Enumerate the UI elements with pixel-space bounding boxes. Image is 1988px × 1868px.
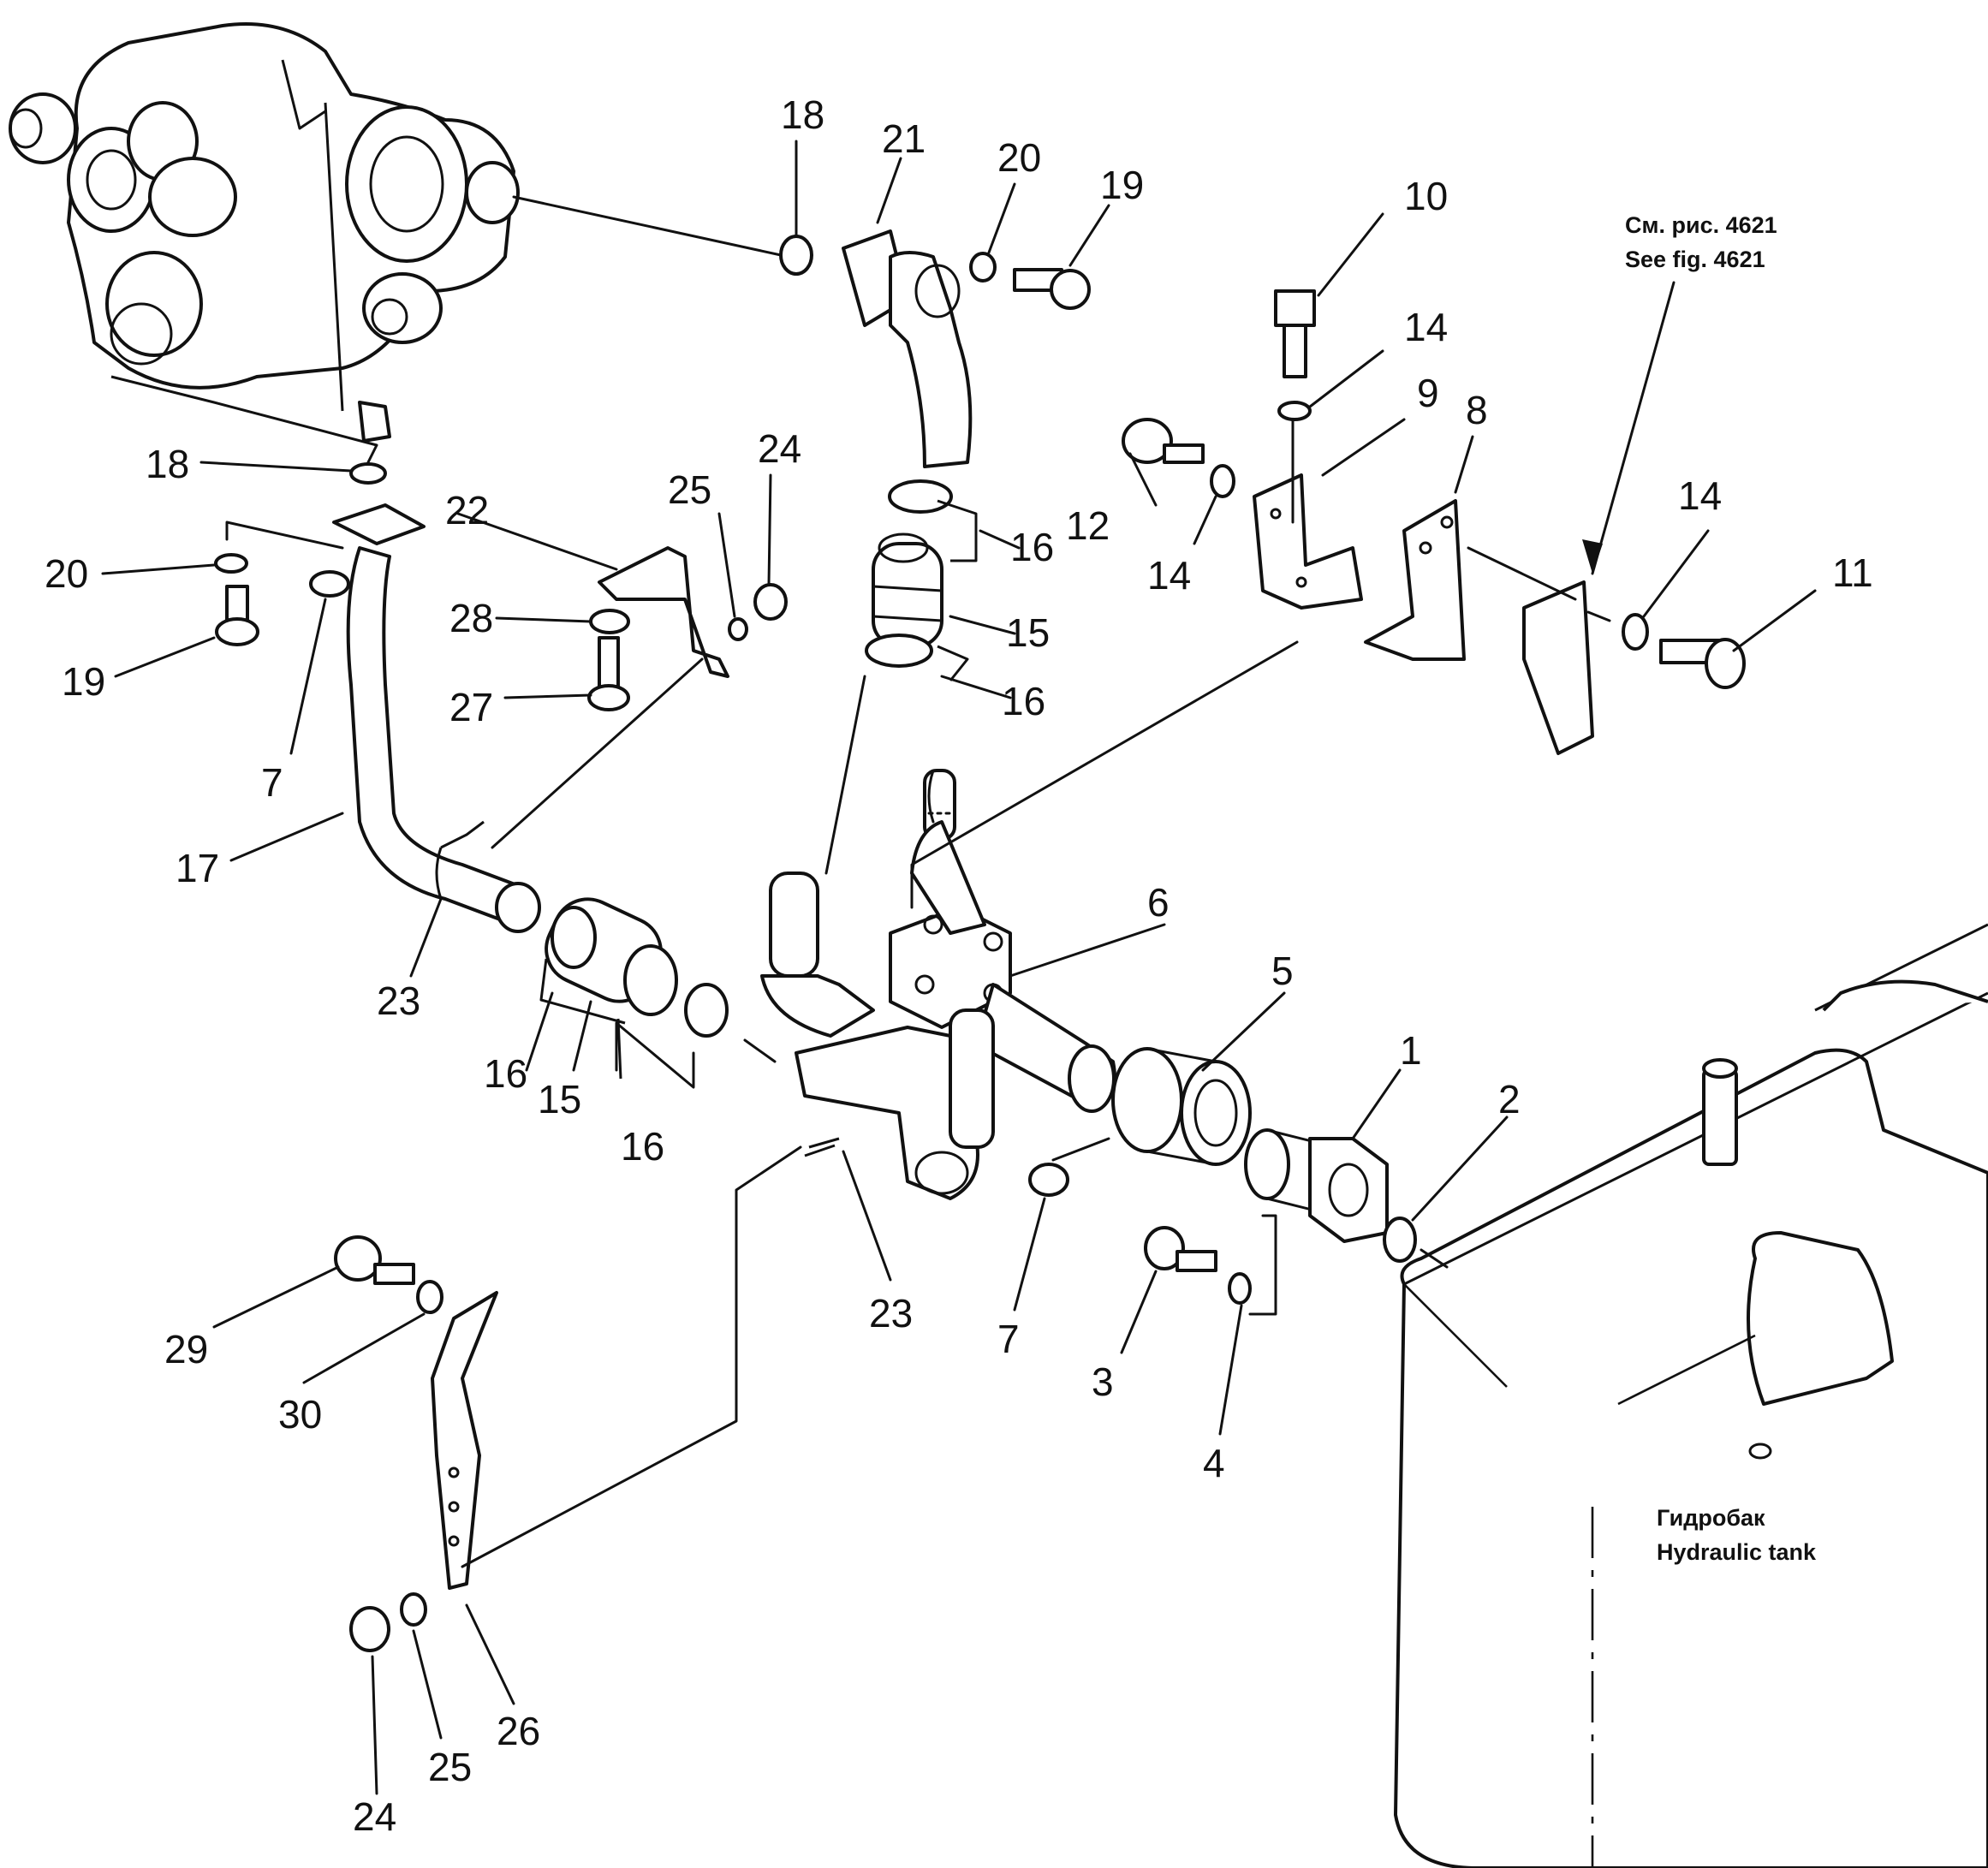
callout-14-mid: 14: [1147, 553, 1191, 598]
washer-14-top: [1277, 401, 1312, 421]
callout-21: 21: [882, 116, 926, 161]
bracket-22: [598, 546, 729, 678]
bolt-26: [587, 636, 630, 711]
flange-plate-left: [332, 503, 426, 545]
callout-16-mid-b: 16: [621, 1124, 664, 1169]
assembly-lines: [225, 195, 1611, 1568]
callout-25-top: 25: [668, 467, 711, 512]
callout-22: 22: [445, 488, 489, 532]
callout-15-upper: 15: [1006, 610, 1050, 655]
pipe-17: [346, 546, 533, 926]
callout-6: 6: [1147, 880, 1170, 925]
clamp-16-right: [684, 983, 729, 1038]
flange-ring-5: [1111, 1047, 1252, 1166]
bolt-19-top: [1013, 268, 1091, 310]
bolt-12: [1122, 418, 1205, 464]
callout-1: 1: [1400, 1028, 1422, 1073]
coupling-15-upper: [872, 532, 943, 648]
bracket-28: [431, 1291, 498, 1590]
plug-7-center: [1028, 1163, 1069, 1197]
callout-14-top: 14: [1404, 305, 1448, 349]
washer-14-mid: [1210, 464, 1235, 498]
washer-20-top: [969, 252, 997, 283]
callout-7-left: 7: [261, 760, 283, 805]
callout-19-left: 19: [62, 659, 105, 704]
clamp-16-lower: [865, 634, 933, 668]
washer-25-bottom: [400, 1592, 427, 1627]
callout-23-center: 23: [869, 1291, 913, 1336]
bracket-plate-see-fig: [1522, 580, 1594, 755]
bolt-11: [1659, 638, 1746, 689]
callout-24-bottom: 24: [353, 1794, 396, 1839]
callout-15-lower: 15: [538, 1077, 581, 1121]
callout-8: 8: [1466, 388, 1488, 432]
callout-29: 29: [164, 1327, 208, 1371]
elbow-flange-21: [842, 229, 973, 468]
bracket-9: [1253, 473, 1363, 610]
callout-27: 28: [449, 596, 493, 640]
tank-label-en: Hydraulic tank: [1657, 1539, 1817, 1565]
callout-24-top: 24: [758, 426, 801, 471]
washer-14-right: [1622, 613, 1649, 651]
callout-10: 10: [1404, 174, 1448, 218]
o-ring-2: [1383, 1217, 1417, 1263]
pipe-23-end: [495, 882, 541, 933]
valve-block-6: [760, 769, 1116, 1200]
callout-30: 30: [278, 1392, 322, 1437]
callout-16-mid-a: 16: [484, 1051, 527, 1096]
nut-24-bottom: [349, 1606, 390, 1652]
callout-labels: 18 21 20 19 10 14 9 8 12 14 14 11 16 15 …: [45, 92, 1873, 1839]
bolt-29: [334, 1235, 415, 1285]
callout-5: 5: [1271, 949, 1294, 993]
bracket-8: [1364, 499, 1466, 661]
callout-9: 9: [1417, 371, 1439, 415]
callout-2: 2: [1498, 1077, 1521, 1121]
bolt-19-left: [215, 585, 259, 646]
callout-7-center: 7: [997, 1317, 1020, 1361]
o-ring-18-left: [349, 462, 387, 485]
clamp-16-upper: [888, 479, 953, 514]
callout-11: 11: [1832, 550, 1873, 595]
tank-label-ru: Гидробак: [1657, 1505, 1765, 1531]
washer-27: [589, 609, 630, 634]
callout-3: 3: [1092, 1359, 1114, 1404]
bolt-10: [1274, 289, 1316, 378]
leader-lines: [101, 140, 1817, 1795]
washer-4: [1228, 1272, 1252, 1305]
pump-assembly: [9, 22, 520, 447]
washer-30: [416, 1280, 443, 1314]
nut-24-top: [753, 583, 788, 621]
washer-25-top: [728, 617, 748, 641]
callout-19-top: 19: [1100, 163, 1144, 207]
callout-16-lower: 16: [1002, 679, 1045, 723]
callout-4: 4: [1203, 1441, 1225, 1485]
callout-20-left: 20: [45, 551, 88, 596]
callout-28: 26: [497, 1709, 540, 1753]
flange-1: [1244, 1128, 1389, 1243]
callout-18-top: 18: [781, 92, 824, 137]
bolt-3: [1144, 1226, 1217, 1272]
washer-20-left: [214, 553, 248, 574]
callout-26: 27: [449, 685, 493, 729]
callout-18-left: 18: [146, 442, 189, 486]
see-fig-note-en: See fig. 4621: [1625, 247, 1765, 272]
see-fig-note-ru: См. рис. 4621: [1625, 212, 1777, 238]
coupling-15-lower: [545, 897, 678, 1016]
plug-7-left: [309, 570, 350, 598]
callout-16-upper: 16: [1010, 525, 1054, 569]
o-ring-18-top: [779, 235, 813, 276]
callout-23-left: 23: [377, 979, 420, 1023]
callout-25-bottom: 25: [428, 1745, 472, 1789]
fitting-23-center: [804, 1137, 840, 1157]
hydraulic-tank: [1394, 923, 1988, 1868]
callout-12: 12: [1066, 503, 1110, 548]
pipe-clamp-23: [435, 820, 485, 900]
callout-14-right: 14: [1678, 473, 1722, 518]
callout-20-top: 20: [997, 135, 1041, 180]
callout-17: 17: [176, 846, 219, 890]
